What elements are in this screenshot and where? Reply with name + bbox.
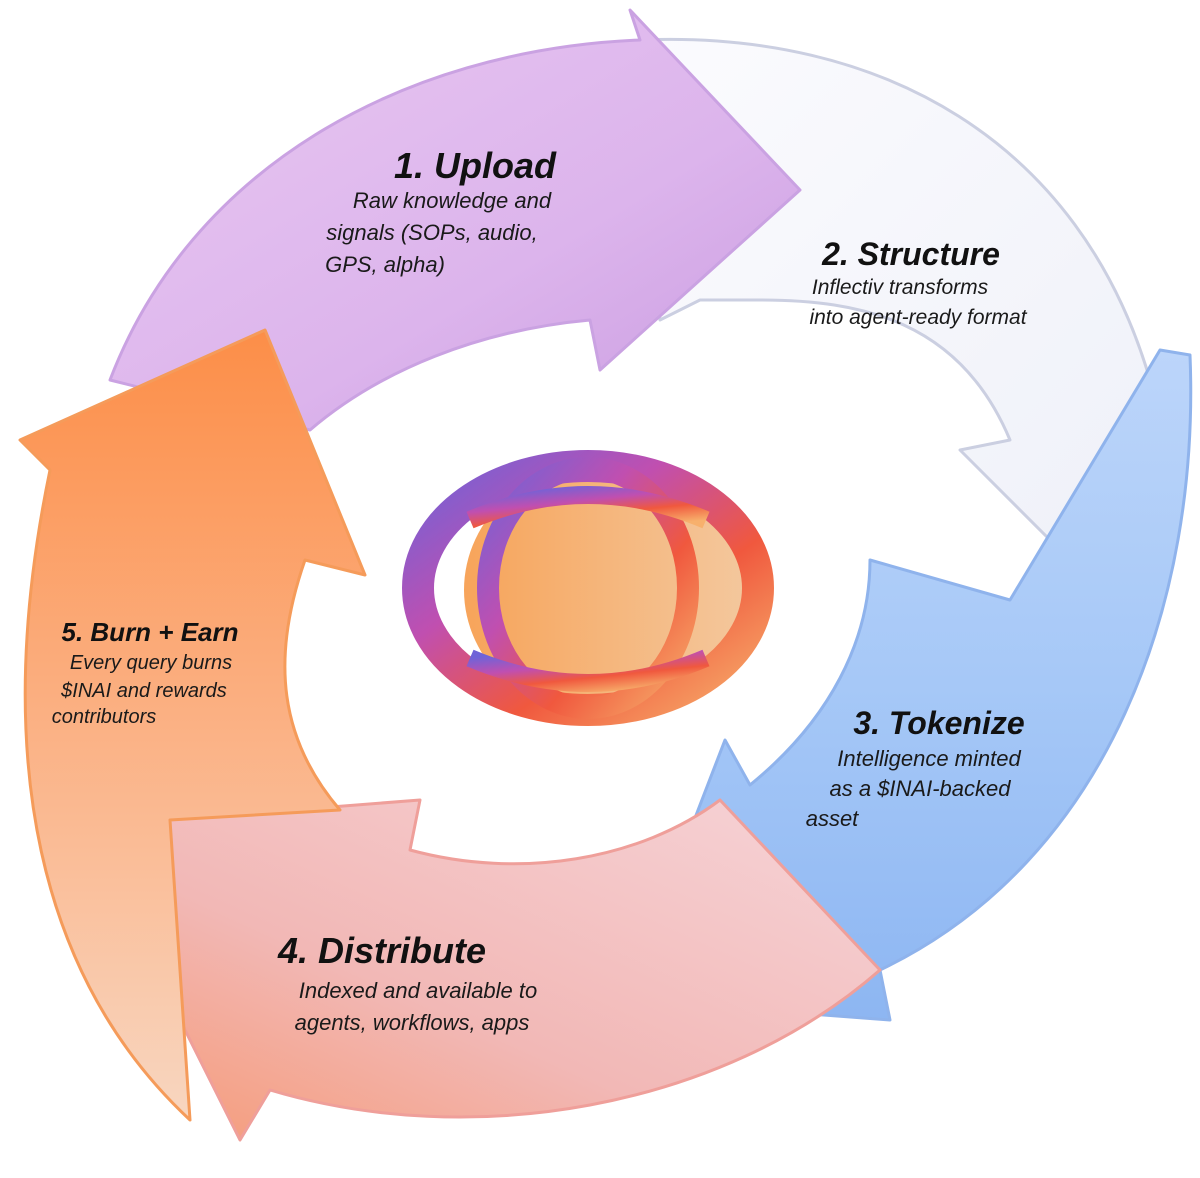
step-desc-line: into agent-ready format bbox=[809, 306, 1027, 329]
step-desc-line: Raw knowledge and bbox=[353, 188, 552, 213]
step-upload: 1. Upload Raw knowledge and signals (SOP… bbox=[325, 145, 557, 277]
step-desc-line: $INAI and rewards bbox=[60, 680, 227, 702]
step-desc-line: Inflectiv transforms bbox=[812, 276, 989, 299]
step-distribute: 4. Distribute Indexed and available to a… bbox=[277, 930, 537, 1035]
arrow-distribute bbox=[128, 798, 882, 1142]
step-desc-line: GPS, alpha) bbox=[325, 252, 445, 277]
step-title: 1. Upload bbox=[394, 145, 557, 186]
step-desc-line: signals (SOPs, audio, bbox=[326, 220, 538, 245]
step-burn-earn: 5. Burn + Earn Every query burns $INAI a… bbox=[52, 617, 239, 728]
globe-logo-icon bbox=[402, 450, 774, 726]
step-desc-line: Intelligence minted bbox=[837, 746, 1021, 771]
step-title: 3. Tokenize bbox=[853, 705, 1024, 741]
step-tokenize: 3. Tokenize Intelligence minted as a $IN… bbox=[806, 705, 1025, 831]
step-structure: 2. Structure Inflectiv transforms into a… bbox=[809, 236, 1027, 329]
step-title: 5. Burn + Earn bbox=[62, 617, 239, 647]
step-desc-line: as a $INAI-backed bbox=[830, 776, 1012, 801]
arrow-burn-earn bbox=[18, 328, 367, 1122]
step-title: 4. Distribute bbox=[277, 930, 486, 971]
step-desc-line: asset bbox=[806, 806, 859, 831]
step-desc-line: Every query burns bbox=[70, 652, 232, 674]
step-desc-line: Indexed and available to bbox=[299, 978, 538, 1003]
arrow-upload bbox=[108, 8, 802, 432]
step-desc-line: agents, workflows, apps bbox=[295, 1010, 530, 1035]
step-title: 2. Structure bbox=[821, 236, 1000, 272]
step-desc-line: contributors bbox=[52, 706, 157, 728]
